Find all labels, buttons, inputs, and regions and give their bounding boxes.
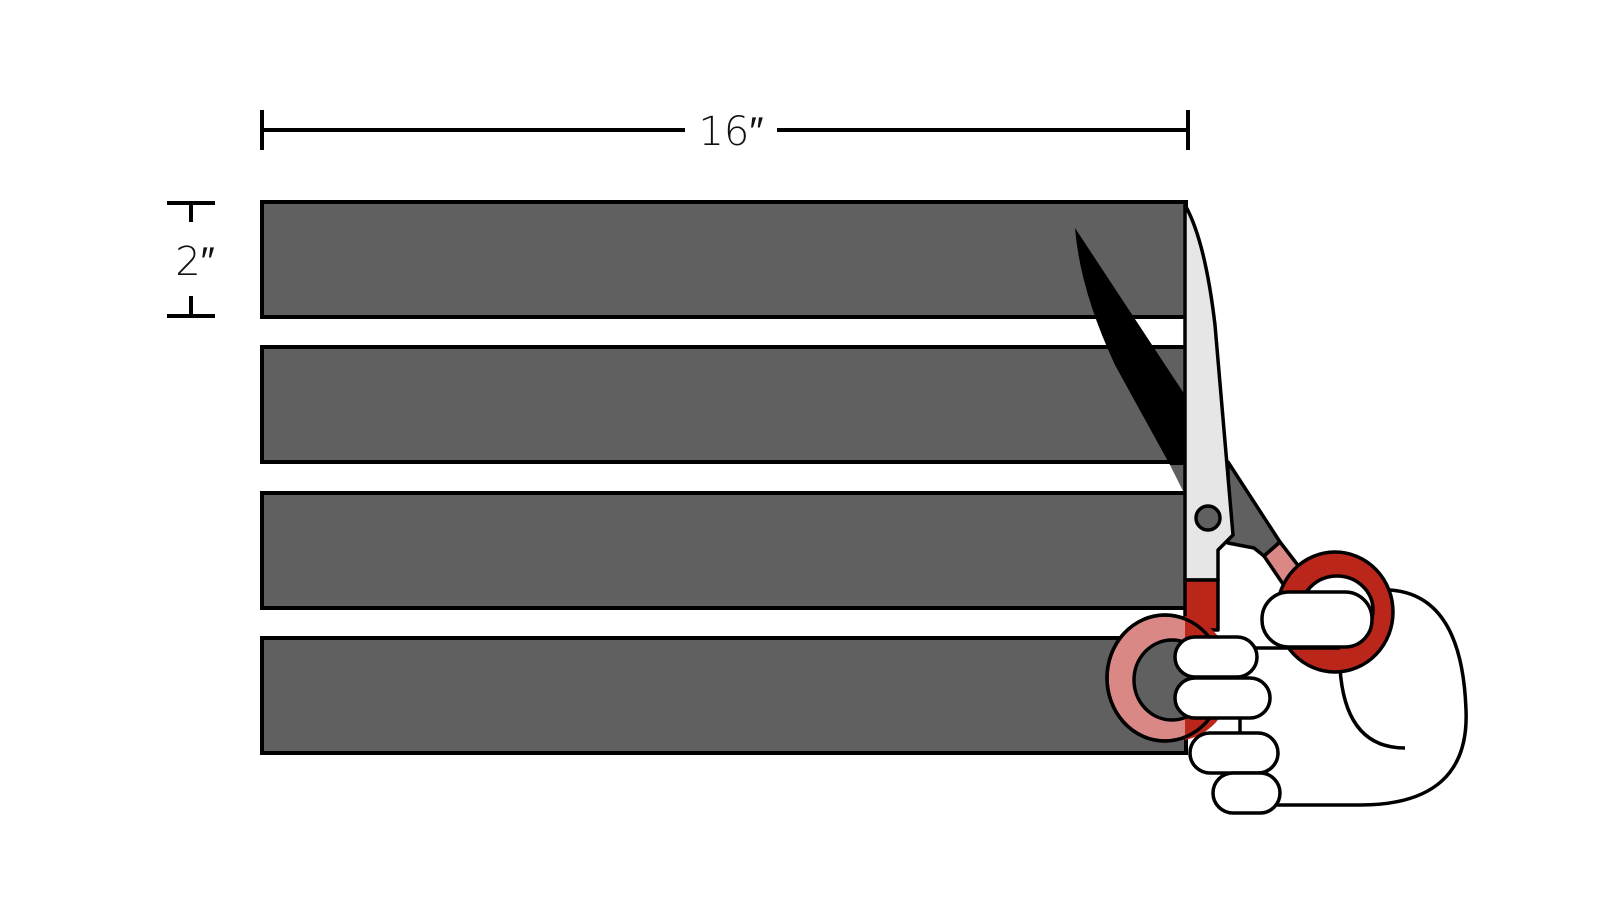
strip-3	[260, 491, 1188, 610]
height-dimension	[167, 201, 215, 318]
thumb	[1260, 590, 1374, 649]
strip-1	[260, 200, 1188, 319]
strip-2	[260, 345, 1188, 464]
width-label: 16″	[698, 109, 763, 155]
finger-3	[1188, 731, 1280, 775]
finger-1	[1173, 635, 1259, 679]
width-dimension	[260, 110, 1190, 150]
finger-4	[1211, 771, 1282, 815]
finger-2	[1173, 676, 1272, 720]
height-label: 2″	[175, 239, 215, 285]
strip-4	[260, 636, 1188, 755]
pivot-screw	[1194, 504, 1222, 532]
